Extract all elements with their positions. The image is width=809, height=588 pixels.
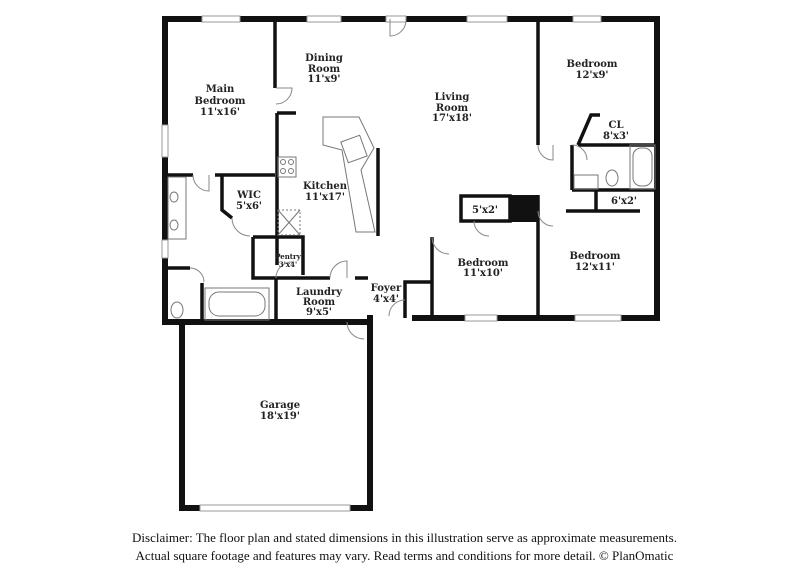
toilet-icon-2 — [605, 169, 619, 187]
room-laundry-name1: Laundry — [296, 287, 343, 298]
bathtub-icon — [204, 287, 270, 321]
vanity — [167, 176, 187, 240]
room-bedroom-mid-dim: 11'x10' — [463, 268, 503, 279]
room-garage-name: Garage — [260, 400, 300, 411]
room-cl-dim: 8'x3' — [603, 131, 629, 142]
fridge-icon — [277, 209, 301, 236]
interior-walls — [165, 19, 657, 322]
room-living-name2: Room — [436, 103, 469, 114]
room-kitchen-name: Kitchen — [303, 181, 348, 192]
bathtub-icon-2 — [629, 144, 656, 190]
room-living-name1: Living — [435, 92, 470, 103]
room-pantry-dim: 3'x4' — [279, 260, 297, 269]
sink-icon — [340, 134, 368, 164]
chimney-block — [510, 195, 538, 222]
kitchen-island — [322, 116, 376, 233]
room-laundry-name2: Room — [303, 297, 336, 308]
room-bedroom-ne-dim: 12'x9' — [576, 70, 609, 81]
toilet-icon — [170, 301, 184, 319]
disclaimer-line-2: Actual square footage and features may v… — [135, 548, 674, 563]
room-dining-name2: Room — [308, 64, 341, 75]
room-dining-name1: Dining — [305, 53, 343, 64]
room-bedroom-se-name: Bedroom — [570, 251, 621, 262]
room-garage-dim: 18'x19' — [260, 411, 300, 422]
room-bedroom-se-dim: 12'x11' — [575, 262, 615, 273]
room-wic-dim: 5'x6' — [236, 201, 262, 212]
room-cl-name: CL — [609, 120, 624, 131]
room-bedroom-mid-name: Bedroom — [458, 258, 509, 269]
room-foyer-dim: 4'x4' — [373, 294, 399, 305]
room-closet-6x2-dim: 6'x2' — [611, 196, 637, 207]
room-closet-5x2-dim: 5'x2' — [472, 205, 498, 216]
fixtures — [167, 116, 656, 321]
stove-icon — [277, 156, 297, 178]
room-living-dim: 17'x18' — [432, 113, 472, 124]
sink-icon-2 — [573, 174, 599, 190]
room-foyer-name: Foyer — [371, 283, 402, 294]
doors — [189, 18, 588, 340]
room-dining-dim: 11'x9' — [308, 74, 341, 85]
windows — [161, 15, 622, 512]
room-main-bedroom-name1: Main — [206, 84, 235, 95]
room-kitchen-dim: 11'x17' — [305, 192, 345, 203]
disclaimer-line-1: Disclaimer: The floor plan and stated di… — [132, 530, 677, 545]
room-main-bedroom-dim: 11'x16' — [200, 107, 240, 118]
room-pantry-name: Pentry — [275, 252, 302, 261]
room-main-bedroom-name2: Bedroom — [195, 96, 246, 107]
room-bedroom-ne-name: Bedroom — [567, 59, 618, 70]
room-labels: Main Bedroom 11'x16' Dining Room 11'x9' … — [195, 53, 638, 422]
room-laundry-dim: 9'x5' — [306, 307, 332, 318]
room-wic-name: WIC — [236, 190, 261, 201]
